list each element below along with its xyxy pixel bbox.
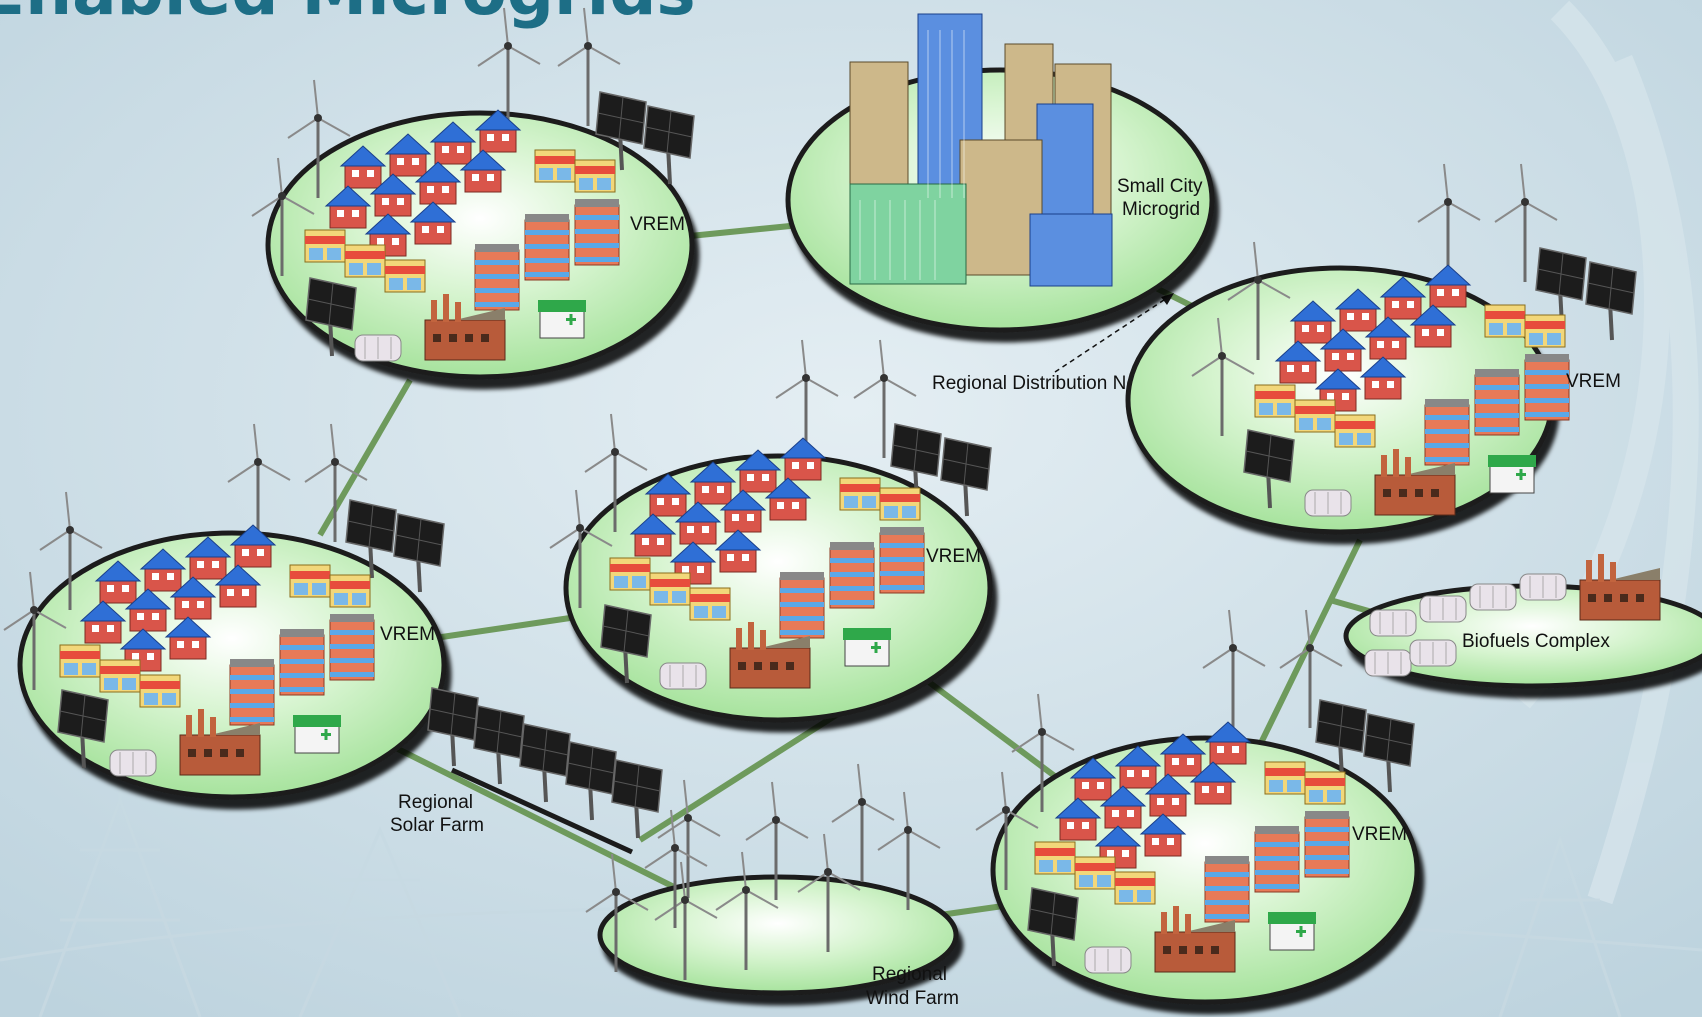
regional-network-arrow bbox=[1054, 293, 1174, 373]
biofuels-complex: Biofuels Complex bbox=[1343, 553, 1702, 689]
regional-wind-label-line2: Wind Farm bbox=[866, 988, 959, 1009]
island-base bbox=[597, 874, 959, 996]
small-city-label-line1: Small City bbox=[1117, 176, 1203, 197]
small-city-label-line2: Microgrid bbox=[1122, 199, 1200, 220]
vrem-island-2: VREM bbox=[1125, 162, 1638, 535]
vrem-label: VREM bbox=[630, 214, 685, 235]
tank-icon bbox=[1519, 573, 1567, 601]
regional-distribution-network-label: Regional Distribution Network bbox=[932, 373, 1183, 394]
regional-solar-label-line2: Solar Farm bbox=[390, 815, 484, 836]
page-title: Enabled Microgrids bbox=[0, 0, 696, 30]
tank-icon bbox=[1469, 583, 1517, 611]
regional-wind-label-line1: Regional bbox=[872, 964, 947, 985]
vrem-label: VREM bbox=[1566, 371, 1621, 392]
vrem-island-3: VREM bbox=[2, 422, 447, 800]
tank-icon bbox=[1409, 639, 1457, 667]
vrem-island-4: VREM bbox=[548, 338, 993, 723]
regional-solar-farm: Regional Solar Farm bbox=[390, 686, 664, 855]
vrem-island-1: VREM bbox=[250, 6, 696, 380]
regional-wind-farm: Regional Wind Farm bbox=[584, 762, 959, 1009]
skyscraper-icon bbox=[849, 13, 1113, 287]
tank-icon bbox=[1419, 595, 1467, 623]
tank-icon bbox=[1369, 609, 1417, 637]
tank-icon bbox=[1364, 649, 1412, 677]
biofuels-label: Biofuels Complex bbox=[1462, 631, 1610, 652]
vrem-label: VREM bbox=[380, 624, 435, 645]
vrem-island-5: VREM bbox=[974, 608, 1420, 1005]
vrem-label: VREM bbox=[1352, 824, 1407, 845]
regional-solar-label-line1: Regional bbox=[398, 792, 473, 813]
small-city-microgrid: Small City Microgrid bbox=[785, 13, 1215, 333]
vrem-label: VREM bbox=[926, 546, 981, 567]
